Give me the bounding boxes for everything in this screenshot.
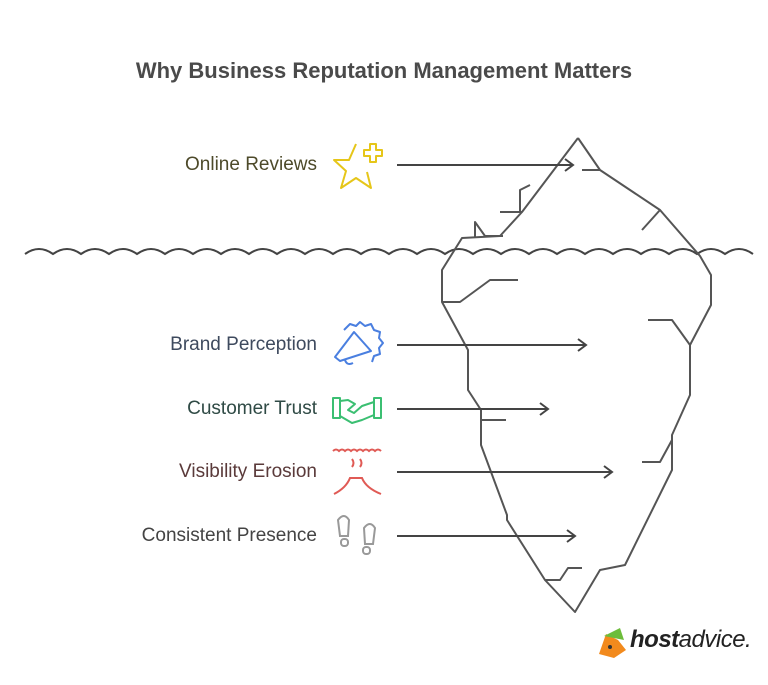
- logo-text-bold: host: [630, 626, 679, 653]
- arrows: [397, 158, 614, 543]
- logo-text: hostadvice.: [630, 626, 752, 654]
- label-online-reviews: Online Reviews: [185, 154, 317, 175]
- iceberg-outline: [441, 137, 712, 613]
- label-consistent-presence: Consistent Presence: [141, 525, 317, 546]
- logo-text-regular: advice.: [678, 626, 752, 653]
- waterline: [24, 248, 754, 256]
- hostadvice-logo: hostadvice.: [596, 626, 752, 654]
- volcano-icon: [332, 448, 382, 495]
- label-brand-perception: Brand Perception: [170, 334, 317, 355]
- label-customer-trust: Customer Trust: [187, 398, 317, 419]
- star-plus-icon: [333, 143, 383, 189]
- diagram-title: Why Business Reputation Management Matte…: [135, 58, 633, 83]
- megaphone-icon: [334, 321, 384, 365]
- handshake-icon: [332, 397, 382, 424]
- hostadvice-fox-logo-icon: [599, 628, 626, 658]
- footprints-icon: [336, 515, 377, 555]
- label-visibility-erosion: Visibility Erosion: [179, 461, 317, 482]
